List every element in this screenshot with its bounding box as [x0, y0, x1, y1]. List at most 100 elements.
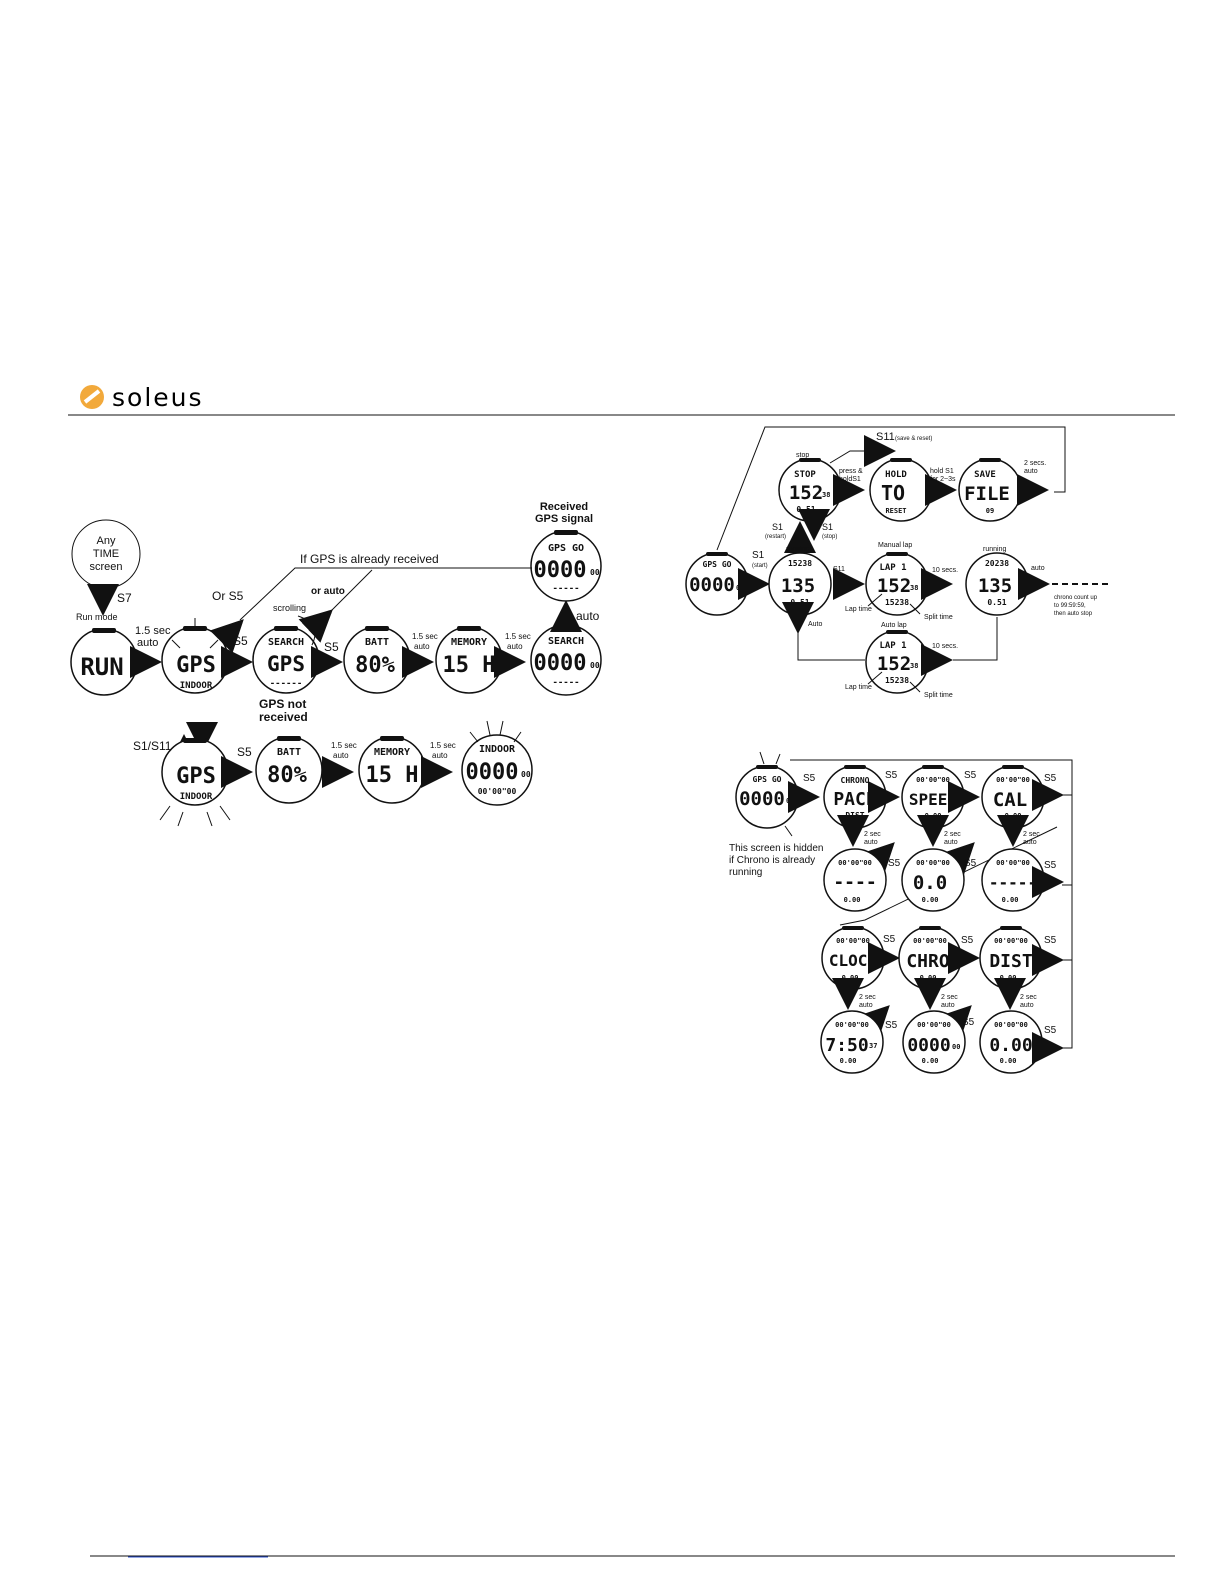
- watch-text: GPS: [176, 653, 216, 678]
- watch-text: 0000: [907, 1035, 950, 1056]
- watch-text: TO: [881, 481, 905, 505]
- delay-label: auto: [432, 751, 448, 760]
- scrolling-label: scrolling: [273, 603, 306, 613]
- watch-text: 80%: [267, 763, 307, 788]
- gps-not-received-label: received: [259, 710, 308, 724]
- stop-paren-label: (stop): [822, 534, 837, 540]
- delay-label: auto: [414, 642, 430, 651]
- watch-text: INDOOR: [479, 744, 516, 755]
- watch-text: 15 H: [366, 763, 419, 788]
- bottom-right-flow: GPS GO 0000 00 This screen is hidden if …: [729, 751, 1073, 1074]
- received-label: GPS signal: [535, 513, 593, 525]
- start-label: (start): [752, 563, 768, 569]
- two-sec-label: auto: [1023, 839, 1037, 846]
- two-sec-label: auto: [941, 1002, 955, 1009]
- two-sec-label: auto: [1020, 1002, 1034, 1009]
- watch-text: -----: [552, 584, 579, 594]
- watch-text: 00'00"00: [994, 1021, 1028, 1029]
- s5-label: S5: [1044, 860, 1057, 871]
- watch-text: 152: [789, 482, 823, 504]
- watch-text: ----: [833, 872, 876, 893]
- watch-text: DIST: [989, 951, 1033, 972]
- brand-name: soleus: [112, 383, 204, 412]
- watch-text: 0.00: [989, 1035, 1032, 1056]
- two-sec-label: 2 sec: [944, 831, 961, 838]
- watch-chro: 00'00"00 CHRO 0.00: [898, 926, 962, 990]
- watch-text: FILE: [964, 483, 1010, 505]
- watch-text: 135: [978, 575, 1012, 597]
- watch-indoor-go: INDOOR 0000 00 00'00"00: [461, 720, 533, 806]
- watch-text: 00: [590, 661, 600, 670]
- watch-text: 00: [590, 568, 600, 577]
- s5-label: S5: [1044, 1025, 1057, 1036]
- or-auto-label: or auto: [311, 586, 345, 597]
- watch-text: PACE: [833, 789, 876, 810]
- delay-label: 1.5 sec: [412, 632, 438, 641]
- s5-label: S5: [233, 634, 248, 648]
- brand-logo: soleus: [80, 383, 204, 412]
- manual-lap-label: Manual lap: [878, 542, 912, 549]
- hidden-note: This screen is hidden: [729, 843, 824, 854]
- watch-text: 0.00: [1002, 896, 1019, 904]
- watch-text: 0.0: [913, 872, 947, 894]
- auto-label: Auto: [808, 621, 823, 628]
- delay-label: auto: [137, 637, 158, 649]
- watch-text: 0000: [534, 651, 587, 676]
- watch-text: 00'00"00: [916, 859, 950, 867]
- s5-label: S5: [961, 935, 974, 946]
- s5-label: S5: [803, 773, 816, 784]
- watch-text: 0.00: [925, 812, 942, 820]
- watch-text: CLOCK: [829, 951, 878, 970]
- s7-label: S7: [117, 591, 132, 605]
- watch-received-go: GPS GO 0000 00 -----: [530, 530, 602, 602]
- watch-text: 80%: [355, 653, 395, 678]
- watch-text: BATT: [277, 747, 301, 758]
- s11-label: S11: [876, 431, 895, 443]
- s11-note: (save & reset): [895, 436, 932, 442]
- watch-running: 15238 135 0.51: [768, 552, 832, 616]
- watch-battery: BATT 80%: [343, 626, 411, 694]
- two-sec-label: 2 sec: [1023, 831, 1040, 838]
- auto-lap-label: Auto lap: [881, 622, 907, 629]
- watch-text: 00'00"00: [994, 937, 1028, 945]
- delay-label: 1.5 sec: [135, 625, 171, 637]
- watch-text: LAP 1: [879, 563, 906, 573]
- watch-text: 38: [910, 584, 918, 592]
- delay-label: auto: [507, 642, 523, 651]
- watch-text: HOLD: [885, 470, 907, 480]
- running-label: running: [983, 546, 1006, 553]
- watch-text: 00: [736, 584, 744, 592]
- s5-label: S5: [885, 1020, 898, 1031]
- watch-text: GPS GO: [753, 775, 782, 784]
- watch-text: 37: [869, 1042, 877, 1050]
- watch-text: STOP: [794, 470, 816, 480]
- watch-text: 0.00: [844, 896, 861, 904]
- or-s5-label: Or S5: [212, 589, 244, 603]
- watch-text: 09: [986, 507, 994, 515]
- watch-text: 00'00"00: [836, 937, 870, 945]
- two-sec-label: auto: [859, 1002, 873, 1009]
- chrono-note: to 99:59:59,: [1054, 603, 1086, 609]
- watch-text: 15 H: [443, 653, 496, 678]
- watch-text: 0.00: [1000, 1057, 1017, 1065]
- two-sec-label: auto: [944, 839, 958, 846]
- s5-label: S5: [885, 770, 898, 781]
- watch-save-file: SAVE FILE 09: [958, 458, 1022, 522]
- restart-label: (restart): [765, 534, 786, 540]
- two-secs-label: auto: [1024, 468, 1038, 475]
- watch-text: CAL: [993, 789, 1027, 811]
- watch-text: INDOOR: [180, 681, 213, 691]
- watch-text: 20238: [985, 559, 1009, 568]
- watch-memory: MEMORY 15 H: [435, 626, 503, 694]
- watch-text: 00'00"00: [835, 1021, 869, 1029]
- two-sec-label: 2 sec: [1020, 994, 1037, 1001]
- ten-secs-label: 10 secs.: [932, 567, 958, 574]
- watch-speed-zero: 00'00"00 0.0 0.00: [901, 848, 965, 912]
- watch-text: ------: [270, 679, 303, 689]
- watch-text: 15238: [885, 676, 909, 685]
- watch-text: 0.00: [920, 974, 937, 982]
- two-sec-label: 2 sec: [941, 994, 958, 1001]
- s1-s11-label: S1/S11: [133, 739, 172, 753]
- watch-text: MEMORY: [374, 747, 410, 758]
- any-time-label: TIME: [93, 548, 119, 560]
